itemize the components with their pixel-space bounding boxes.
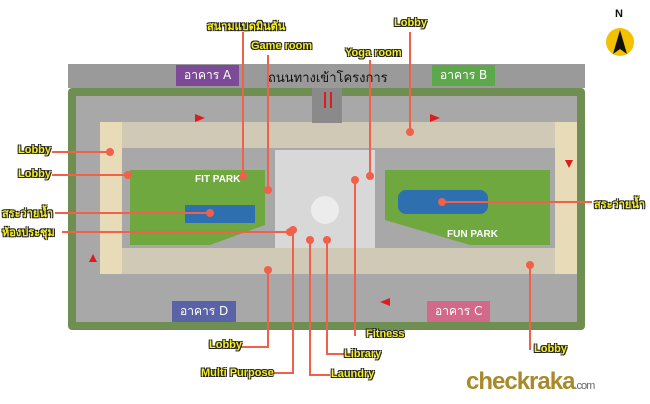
building-right-wing xyxy=(555,122,577,274)
building-b-badge: อาคาร B xyxy=(432,65,496,86)
building-a-badge: อาคาร A xyxy=(176,65,240,86)
label-badminton: สนามแบดมินตัน xyxy=(207,21,286,33)
building-row-bottom xyxy=(100,248,575,274)
road-label: ถนนทางเข้าโครงการ xyxy=(268,71,388,86)
label-multi-purpose: Multi Purpose xyxy=(201,367,274,379)
entrance-arrows xyxy=(324,92,332,108)
label-yoga-room: Yoga room xyxy=(345,47,402,59)
label-library: Library xyxy=(344,348,382,360)
label-lobby-bottom: Lobby xyxy=(209,339,242,351)
fit-park-label: FIT PARK xyxy=(195,174,241,185)
traffic-arrows xyxy=(89,114,573,306)
entrance-gate xyxy=(312,88,342,123)
watermark-domain: .com xyxy=(574,380,595,392)
label-fitness: Fitness xyxy=(366,328,405,340)
leader-dots xyxy=(106,128,534,274)
building-left-wing xyxy=(100,122,122,274)
label-lobby-bottom-right: Lobby xyxy=(534,343,567,355)
label-pool-left: สระว่ายน้ำ xyxy=(2,208,54,220)
fun-park-label: FUN PARK xyxy=(447,229,498,240)
watermark-logo: checkraka.com xyxy=(466,368,595,396)
label-lobby-left-1: Lobby xyxy=(18,144,51,156)
label-laundry: Laundry xyxy=(331,368,375,380)
label-meeting-room: ห้องประชุม xyxy=(2,227,55,239)
label-pool-right: สระว่ายน้ำ xyxy=(594,199,646,211)
entrance-road xyxy=(68,64,585,88)
building-c-badge: อาคาร C xyxy=(427,301,491,322)
building-row-top xyxy=(100,122,575,148)
leader-lines xyxy=(52,32,592,376)
label-game-room: Game room xyxy=(251,40,313,52)
compass-north-label: N xyxy=(615,8,623,20)
plaza-fountain xyxy=(311,196,339,224)
watermark-brand: checkraka xyxy=(466,368,575,395)
pool-left xyxy=(185,205,255,223)
label-lobby-top: Lobby xyxy=(394,17,427,29)
label-lobby-left-2: Lobby xyxy=(18,168,51,180)
building-d-badge: อาคาร D xyxy=(172,301,237,322)
